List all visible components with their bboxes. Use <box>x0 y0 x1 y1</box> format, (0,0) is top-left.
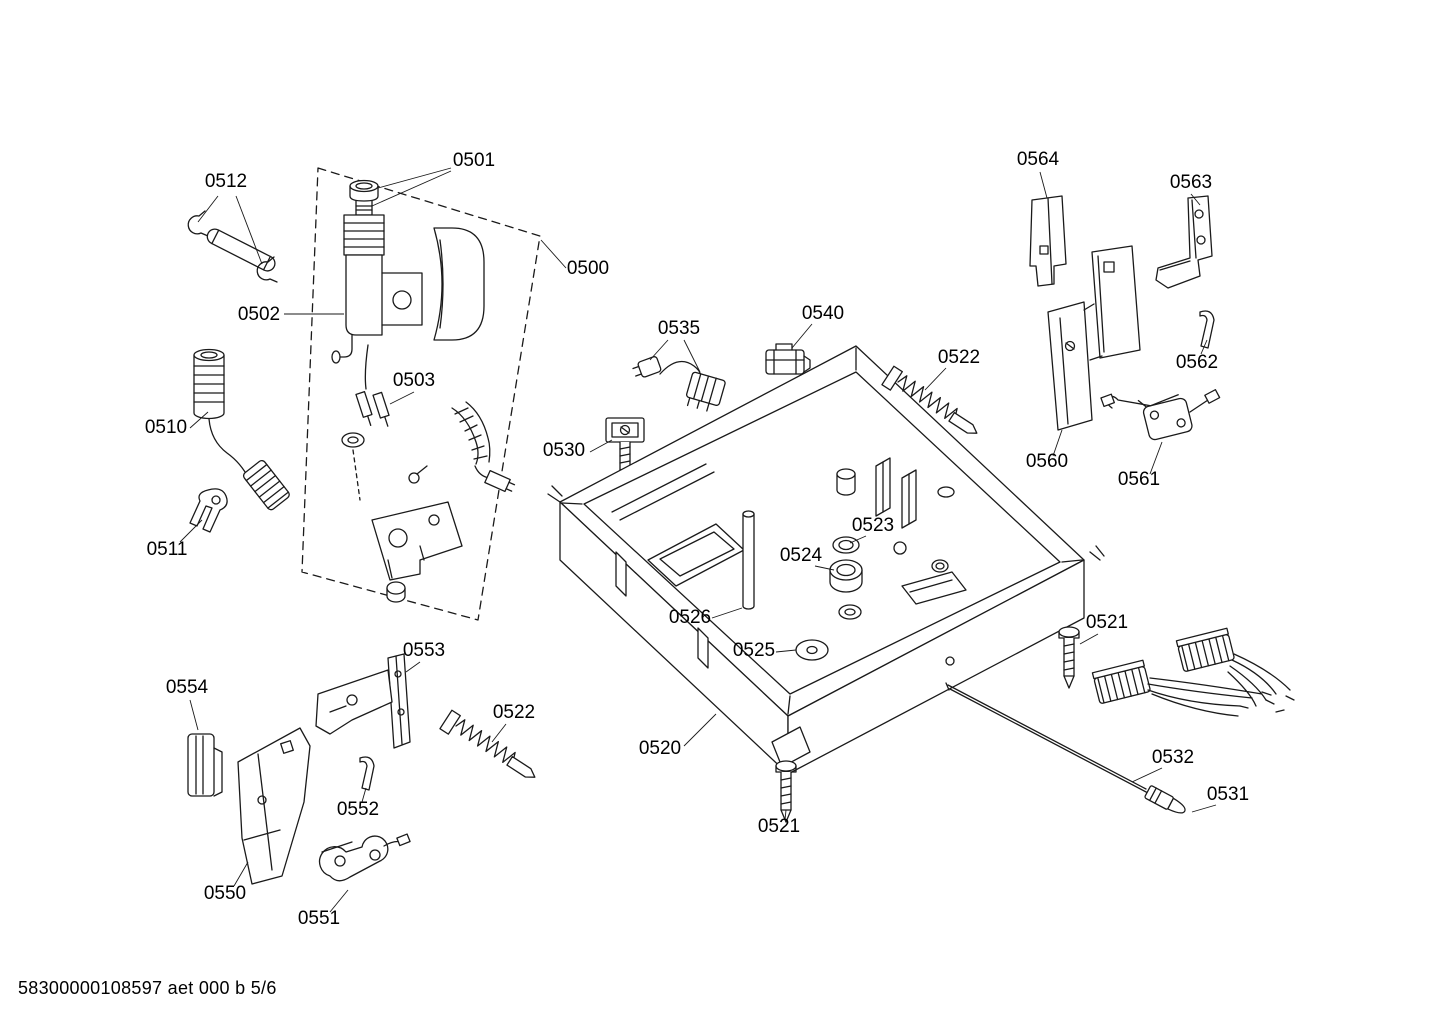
part-label-0551: 0551 <box>298 908 340 929</box>
part-0554-block <box>187 733 223 797</box>
part-label-0540: 0540 <box>802 303 844 324</box>
part-label-0525: 0525 <box>733 640 775 661</box>
part-label-0512: 0512 <box>205 171 247 192</box>
part-label-0520: 0520 <box>639 738 681 759</box>
part-0501-0502-valve-assembly <box>331 179 516 603</box>
part-label-0500: 0500 <box>567 258 609 279</box>
part-label-0522-top: 0522 <box>938 347 980 368</box>
part-label-0521-bottom: 0521 <box>758 816 800 837</box>
part-0550-bracket <box>237 727 311 885</box>
part-0535-cable-assembly <box>632 356 726 412</box>
part-0503-connectors <box>355 391 390 427</box>
part-0562-hook-pin <box>1199 310 1215 349</box>
part-0510-hose <box>193 348 290 511</box>
part-label-0562: 0562 <box>1176 352 1218 373</box>
part-0523-seal-ring <box>832 536 860 554</box>
part-label-0510: 0510 <box>145 417 187 438</box>
part-label-0530: 0530 <box>543 440 585 461</box>
part-labels: 0512 0501 0500 0502 0503 0510 0511 0535 … <box>145 149 1249 929</box>
part-label-0552: 0552 <box>337 799 379 820</box>
part-0560-mounting-bracket <box>1047 245 1141 431</box>
part-0540-switch <box>765 343 811 375</box>
part-label-0560: 0560 <box>1026 451 1068 472</box>
part-label-0561: 0561 <box>1118 469 1160 490</box>
part-label-0554: 0554 <box>166 677 209 698</box>
part-label-0553: 0553 <box>403 640 445 661</box>
part-0532-rod <box>945 682 1149 794</box>
wiring-harness <box>1091 627 1295 717</box>
part-label-0564: 0564 <box>1017 149 1060 170</box>
part-label-0535: 0535 <box>658 318 700 339</box>
part-0561-microswitch <box>1100 389 1221 441</box>
part-0512-pin-and-clips <box>187 210 278 283</box>
part-0564-bracket <box>1029 195 1067 287</box>
part-label-0524: 0524 <box>780 545 823 566</box>
part-label-0503: 0503 <box>393 370 435 391</box>
leader-lines <box>179 167 1217 913</box>
part-0563-bracket <box>1155 195 1213 289</box>
part-0552-clip <box>359 756 375 791</box>
part-0524-sleeve <box>829 559 863 581</box>
part-0531-bulb <box>1144 785 1186 814</box>
part-label-0523: 0523 <box>852 515 894 536</box>
part-label-0532: 0532 <box>1152 747 1194 768</box>
part-label-0521-right: 0521 <box>1086 612 1128 633</box>
drawing-number: 58300000108597 aet 000 b 5/6 <box>18 978 277 998</box>
part-0520-base-pan <box>547 345 1105 775</box>
part-0551-switch <box>318 833 411 882</box>
part-0553-bracket <box>315 653 411 749</box>
assembly-boundary-0500 <box>301 167 541 621</box>
part-0525-grommet <box>795 639 829 661</box>
part-label-0522-bottom: 0522 <box>493 702 535 723</box>
part-label-0563: 0563 <box>1170 172 1212 193</box>
part-label-0531: 0531 <box>1207 784 1249 805</box>
part-label-0502: 0502 <box>238 304 280 325</box>
part-label-0501: 0501 <box>453 150 495 171</box>
part-label-0511: 0511 <box>147 539 188 560</box>
part-0511-clip <box>189 488 228 533</box>
part-0526-rod <box>742 513 755 610</box>
part-label-0550: 0550 <box>204 883 246 904</box>
part-label-0526: 0526 <box>669 607 711 628</box>
part-0521-screw-right <box>1058 626 1080 689</box>
